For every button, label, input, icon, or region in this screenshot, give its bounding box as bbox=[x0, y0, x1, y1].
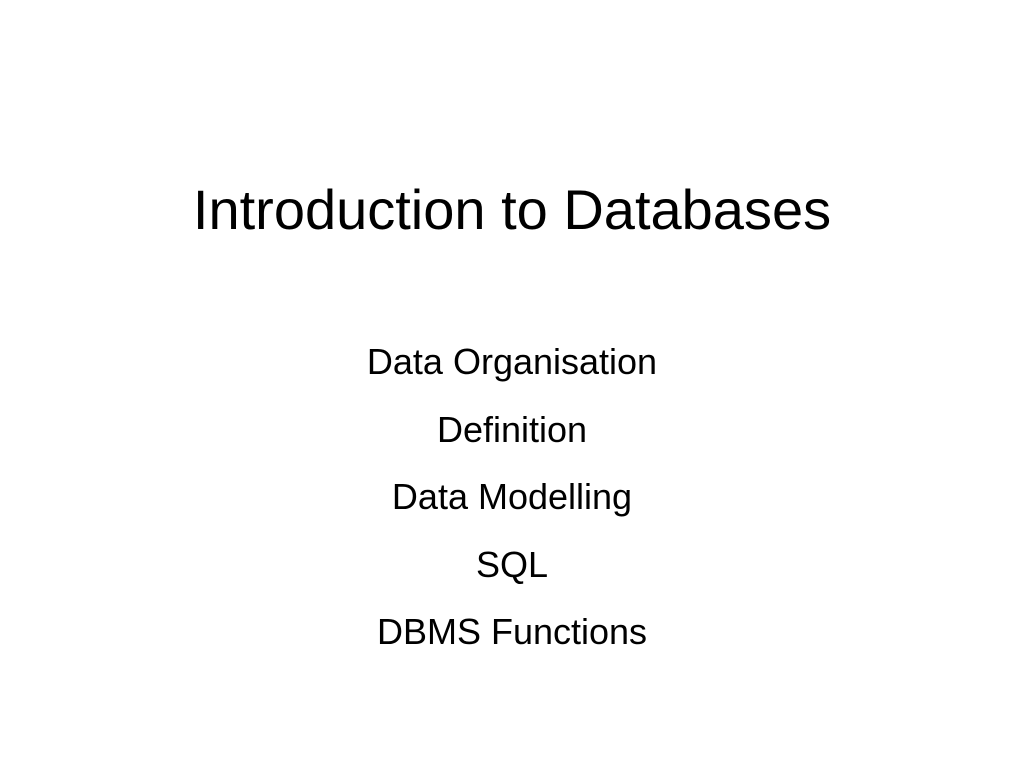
topic-item-data-modelling: Data Modelling bbox=[391, 476, 633, 517]
slide-title: Introduction to Databases bbox=[192, 178, 832, 241]
topic-list: Data Organisation Definition Data Modell… bbox=[0, 328, 1024, 666]
topic-item-data-organisation: Data Organisation bbox=[366, 341, 658, 382]
topic-item-definition: Definition bbox=[436, 408, 588, 450]
topic-item-sql: SQL bbox=[475, 543, 549, 585]
topic-item-dbms-functions: DBMS Functions bbox=[376, 611, 648, 652]
